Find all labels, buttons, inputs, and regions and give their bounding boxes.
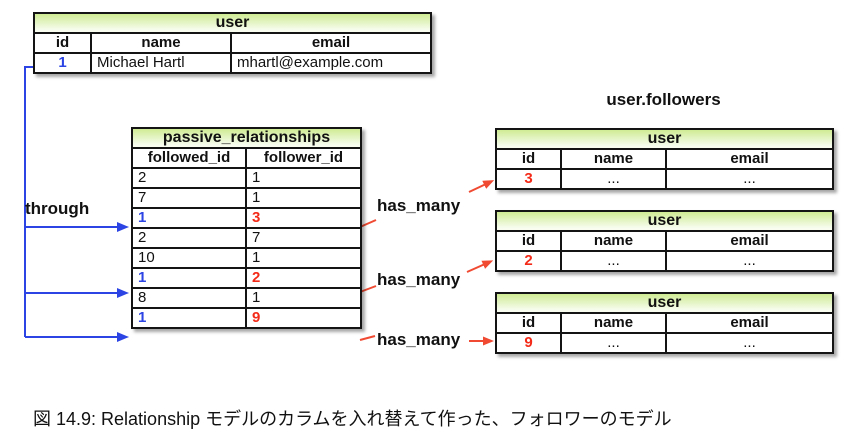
passive-relationships-table: passive_relationships followed_id follow… [131,127,362,329]
user-table: user id name email 1 Michael Hartl mhart… [33,12,432,74]
col-email: email [665,148,834,170]
table-row: 1 Michael Hartl mhartl@example.com [33,52,432,74]
table-title-row: user [33,12,432,34]
col-id: id [33,32,92,54]
table-row: 2 7 [131,227,362,249]
follower-name-cell: ... [560,250,667,272]
table-row: 10 1 [131,247,362,269]
col-id: id [495,148,562,170]
followed-id-cell: 1 [131,307,247,329]
follower-email-cell: ... [665,250,834,272]
col-name: name [90,32,232,54]
col-follower-id: follower_id [245,147,362,169]
has-many-label-3: has_many [377,330,461,349]
table-row-highlighted: 1 2 [131,267,362,289]
followed-id-cell: 1 [131,267,247,289]
user-name-cell: Michael Hartl [90,52,232,74]
table-header-row: id name email [33,32,432,54]
col-email: email [665,312,834,334]
follower-id-cell: 1 [245,187,362,209]
has-many-label-1: has_many [377,196,461,215]
figure-caption: 図 14.9: Relationship モデルのカラムを入れ替えて作った、フォ… [33,409,672,429]
follower-id-cell: 2 [245,267,362,289]
table-title-row: user [495,292,834,314]
table-row: 3 ... ... [495,168,834,190]
table-row-highlighted: 1 3 [131,207,362,229]
user-email-cell: mhartl@example.com [230,52,432,74]
follower-table-3: user id name email 9 ... ... [495,292,834,354]
has-many-dash-3 [359,335,376,341]
table-title-row: passive_relationships [131,127,362,149]
follower-id-cell: 9 [245,307,362,329]
table-header-row: id name email [495,230,834,252]
follower-id-cell: 1 [245,247,362,269]
follower-id-cell: 7 [245,227,362,249]
has-many-label-2: has_many [377,270,461,289]
col-id: id [495,230,562,252]
follower-id-cell: 1 [245,287,362,309]
followed-id-cell: 1 [131,207,247,229]
follower-table-2: user id name email 2 ... ... [495,210,834,272]
table-row: 7 1 [131,187,362,209]
followed-id-cell: 8 [131,287,247,309]
follower-id-cell: 3 [495,168,562,190]
table-row: 9 ... ... [495,332,834,354]
followed-id-cell: 7 [131,187,247,209]
follower-table-1-title: user [495,128,834,150]
follower-email-cell: ... [665,332,834,354]
table-header-row: id name email [495,148,834,170]
has-many-arrow-1 [468,180,495,193]
col-email: email [665,230,834,252]
col-email: email [230,32,432,54]
follower-id-cell: 2 [495,250,562,272]
user-id-cell: 1 [33,52,92,74]
table-row-highlighted: 1 9 [131,307,362,329]
user-table-title: user [33,12,432,34]
table-row: 8 1 [131,287,362,309]
follower-id-cell: 3 [245,207,362,229]
through-label: through [25,199,90,218]
col-name: name [560,230,667,252]
follower-id-cell: 1 [245,167,362,189]
follower-id-cell: 9 [495,332,562,354]
follower-table-1: user id name email 3 ... ... [495,128,834,190]
table-row: 2 1 [131,167,362,189]
table-header-row: id name email [495,312,834,334]
has-many-dash-1 [359,219,377,228]
table-row: 2 ... ... [495,250,834,272]
follower-table-2-title: user [495,210,834,232]
followers-heading: user.followers [606,90,721,109]
has-many-dash-2 [359,285,377,293]
passive-relationships-title: passive_relationships [131,127,362,149]
followed-id-cell: 10 [131,247,247,269]
follower-name-cell: ... [560,332,667,354]
follower-name-cell: ... [560,168,667,190]
col-id: id [495,312,562,334]
follower-table-3-title: user [495,292,834,314]
col-name: name [560,312,667,334]
followed-id-cell: 2 [131,167,247,189]
followed-id-cell: 2 [131,227,247,249]
table-header-row: followed_id follower_id [131,147,362,169]
col-name: name [560,148,667,170]
has-many-arrow-2 [466,260,494,273]
table-title-row: user [495,128,834,150]
col-followed-id: followed_id [131,147,247,169]
follower-email-cell: ... [665,168,834,190]
table-title-row: user [495,210,834,232]
